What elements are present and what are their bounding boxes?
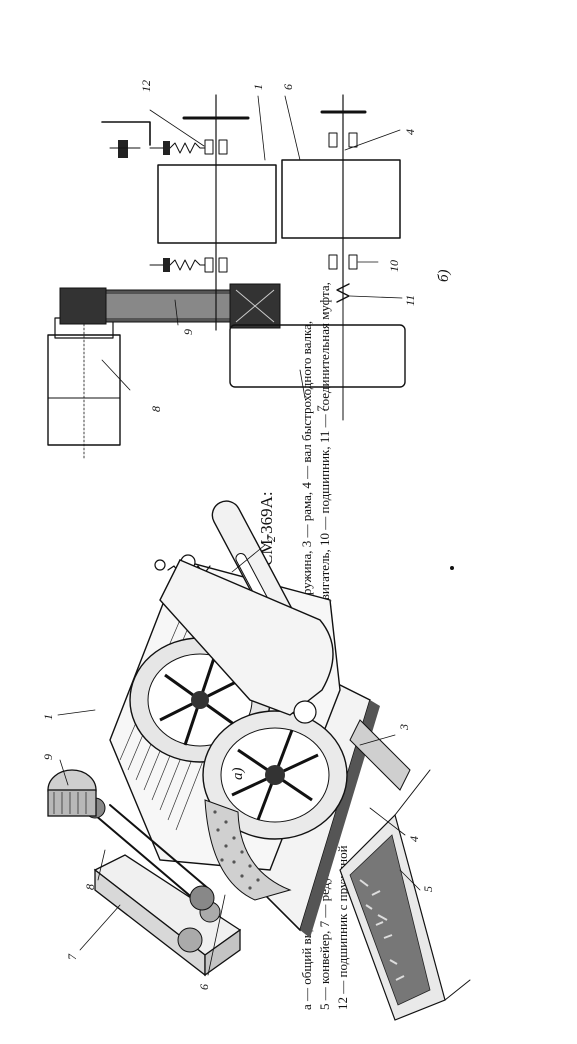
callout-b-6: 6 [281, 84, 295, 90]
panel-a-label: а) [230, 768, 246, 781]
motor-9-view [47, 769, 97, 817]
roll-6 [281, 159, 401, 239]
reducer-7-view [93, 854, 242, 977]
callout-a-1: 1 [41, 714, 55, 720]
callout-a-5: 5 [421, 886, 435, 892]
callout-a-7: 7 [65, 953, 79, 960]
panel-b-label: б) [436, 269, 452, 282]
roll-1 [157, 164, 277, 244]
callout-b-4: 4 [403, 129, 417, 135]
callout-b-9: 8 [149, 406, 163, 412]
callout-a-2: 2 [264, 536, 278, 542]
callout-a-6: 6 [197, 984, 211, 990]
callout-b-11: 11 [403, 295, 417, 306]
callout-b-12: 12 [139, 80, 153, 92]
bearing-spring-12 [149, 139, 228, 273]
roll-6-view [202, 710, 348, 901]
callout-a-8: 8 [83, 884, 97, 890]
callout-b-10: 10 [387, 260, 401, 272]
conveyor-5 [339, 769, 471, 1021]
general-view: 1 2 3 4 5 6 7 8 9 а) [41, 500, 471, 1021]
callout-b-7: 7 [314, 405, 328, 412]
callout-a-4: 4 [407, 836, 421, 842]
figure-dot [450, 566, 454, 570]
callout-a-3: 3 [397, 724, 411, 731]
reducer-7 [229, 324, 406, 388]
callout-b-8: 9 [181, 329, 195, 335]
callout-a-9: 9 [41, 754, 55, 760]
kinematic-scheme: 12 1 6 4 10 11 9 8 7 б) [47, 80, 452, 461]
callout-b-1: 1 [251, 84, 265, 90]
